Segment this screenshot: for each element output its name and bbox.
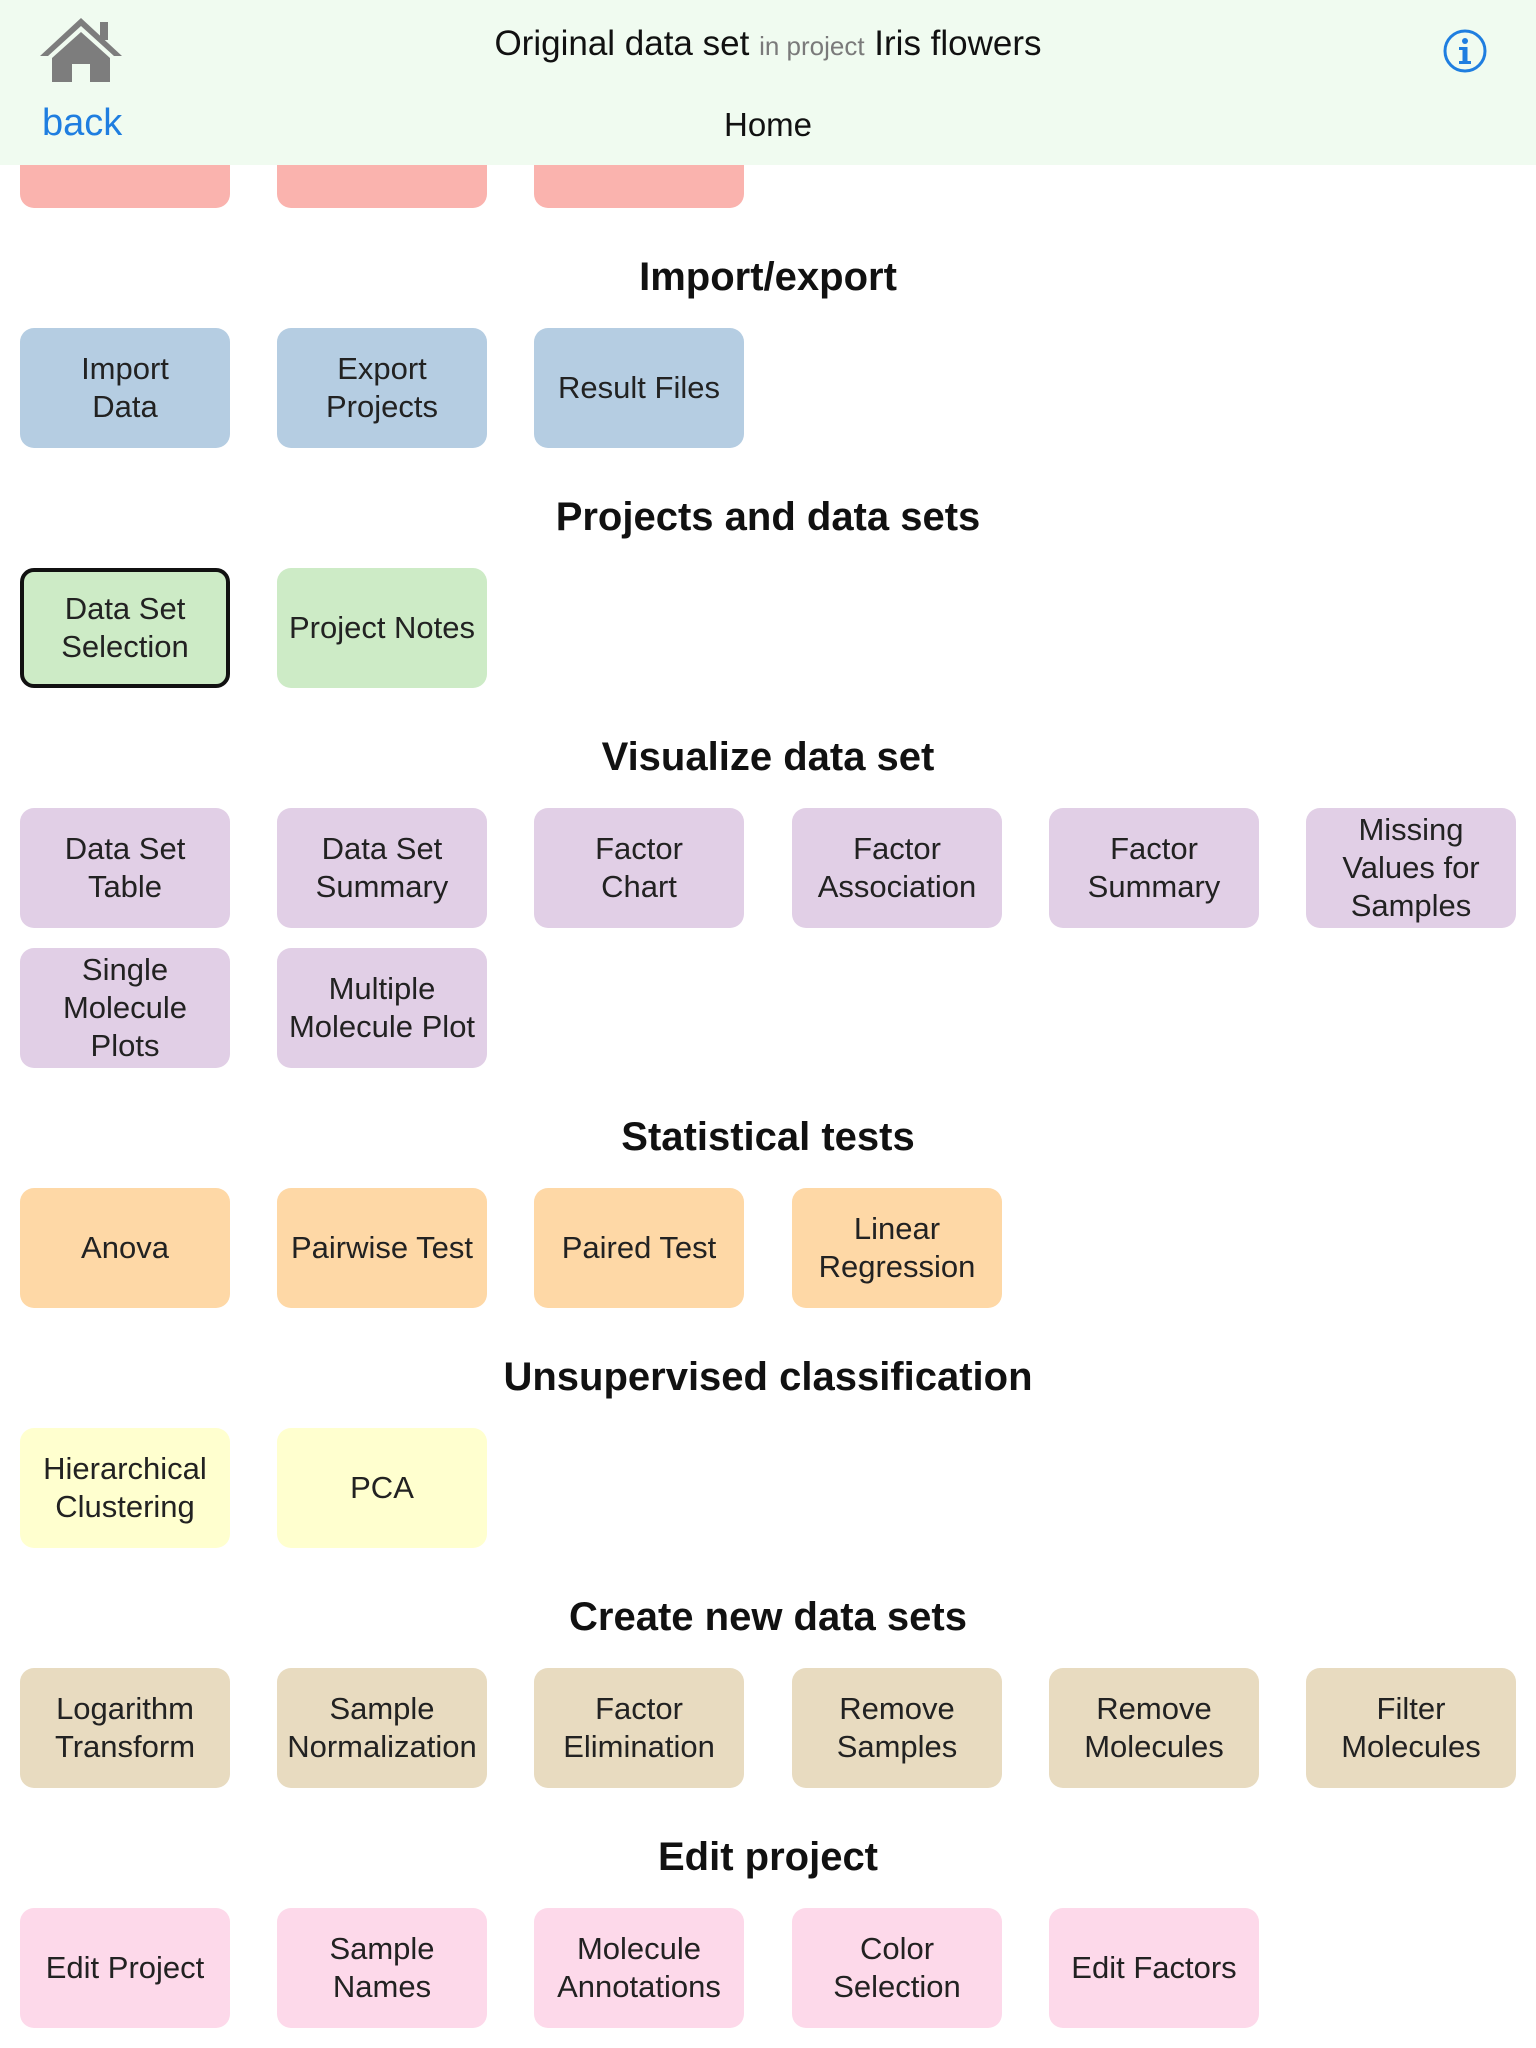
- single-molecule-plots-button[interactable]: Single Molecule Plots: [20, 948, 230, 1068]
- pairwise-test-button[interactable]: Pairwise Test: [277, 1188, 487, 1308]
- export-projects-button[interactable]: Export Projects: [277, 328, 487, 448]
- factor-chart-button[interactable]: Factor Chart: [534, 808, 744, 928]
- section-title-unsupervised: Unsupervised classification: [503, 1355, 1033, 1399]
- multiple-molecule-plot-button[interactable]: Multiple Molecule Plot: [277, 948, 487, 1068]
- anova-button[interactable]: Anova: [20, 1188, 230, 1308]
- factor-association-button[interactable]: Factor Association: [792, 808, 1002, 928]
- edit-factors-button[interactable]: Edit Factors: [1049, 1908, 1259, 2028]
- color-selection-button[interactable]: Color Selection: [792, 1908, 1002, 2028]
- remove-samples-button[interactable]: Remove Samples: [792, 1668, 1002, 1788]
- section-title-visualize: Visualize data set: [601, 735, 935, 779]
- home-icon[interactable]: [38, 16, 124, 84]
- linear-regression-button[interactable]: Linear Regression: [792, 1188, 1002, 1308]
- data-set-selection-button[interactable]: Data Set Selection: [20, 568, 230, 688]
- hierarchical-clustering-button[interactable]: Hierarchical Clustering: [20, 1428, 230, 1548]
- section-title-edit: Edit project: [657, 1835, 879, 1879]
- result-files-button[interactable]: Result Files: [534, 328, 744, 448]
- project-name: Iris flowers: [874, 24, 1042, 63]
- page-subtitle: Home: [723, 106, 813, 143]
- filter-molecules-button[interactable]: Filter Molecules: [1306, 1668, 1516, 1788]
- sample-names-button[interactable]: Sample Names: [277, 1908, 487, 2028]
- section-title-import-export: Import/export: [639, 255, 897, 299]
- section-title-create: Create new data sets: [569, 1595, 967, 1639]
- remove-molecules-button[interactable]: Remove Molecules: [1049, 1668, 1259, 1788]
- project-notes-button[interactable]: Project Notes: [277, 568, 487, 688]
- logarithm-transform-button[interactable]: Logarithm Transform: [20, 1668, 230, 1788]
- missing-values-button[interactable]: Missing Values for Samples: [1306, 808, 1516, 928]
- edit-project-button[interactable]: Edit Project: [20, 1908, 230, 2028]
- pca-button[interactable]: PCA: [277, 1428, 487, 1548]
- molecule-annotations-button[interactable]: Molecule Annotations: [534, 1908, 744, 2028]
- data-set-table-button[interactable]: Data Set Table: [20, 808, 230, 928]
- paired-test-button[interactable]: Paired Test: [534, 1188, 744, 1308]
- title-connector: in project: [759, 31, 865, 61]
- info-icon[interactable]: [1442, 28, 1488, 74]
- sample-normalization-button[interactable]: Sample Normalization: [277, 1668, 487, 1788]
- import-data-button[interactable]: Import Data: [20, 328, 230, 448]
- section-title-projects: Projects and data sets: [555, 495, 981, 539]
- back-button[interactable]: back: [42, 102, 123, 144]
- data-set-name: Original data set: [494, 24, 750, 63]
- section-title-stats: Statistical tests: [621, 1115, 915, 1159]
- factor-summary-button[interactable]: Factor Summary: [1049, 808, 1259, 928]
- page-title: Original data set in project Iris flower…: [0, 24, 1536, 64]
- navigation-header: back Original data set in project Iris f…: [0, 0, 1536, 165]
- factor-elimination-button[interactable]: Factor Elimination: [534, 1668, 744, 1788]
- data-set-summary-button[interactable]: Data Set Summary: [277, 808, 487, 928]
